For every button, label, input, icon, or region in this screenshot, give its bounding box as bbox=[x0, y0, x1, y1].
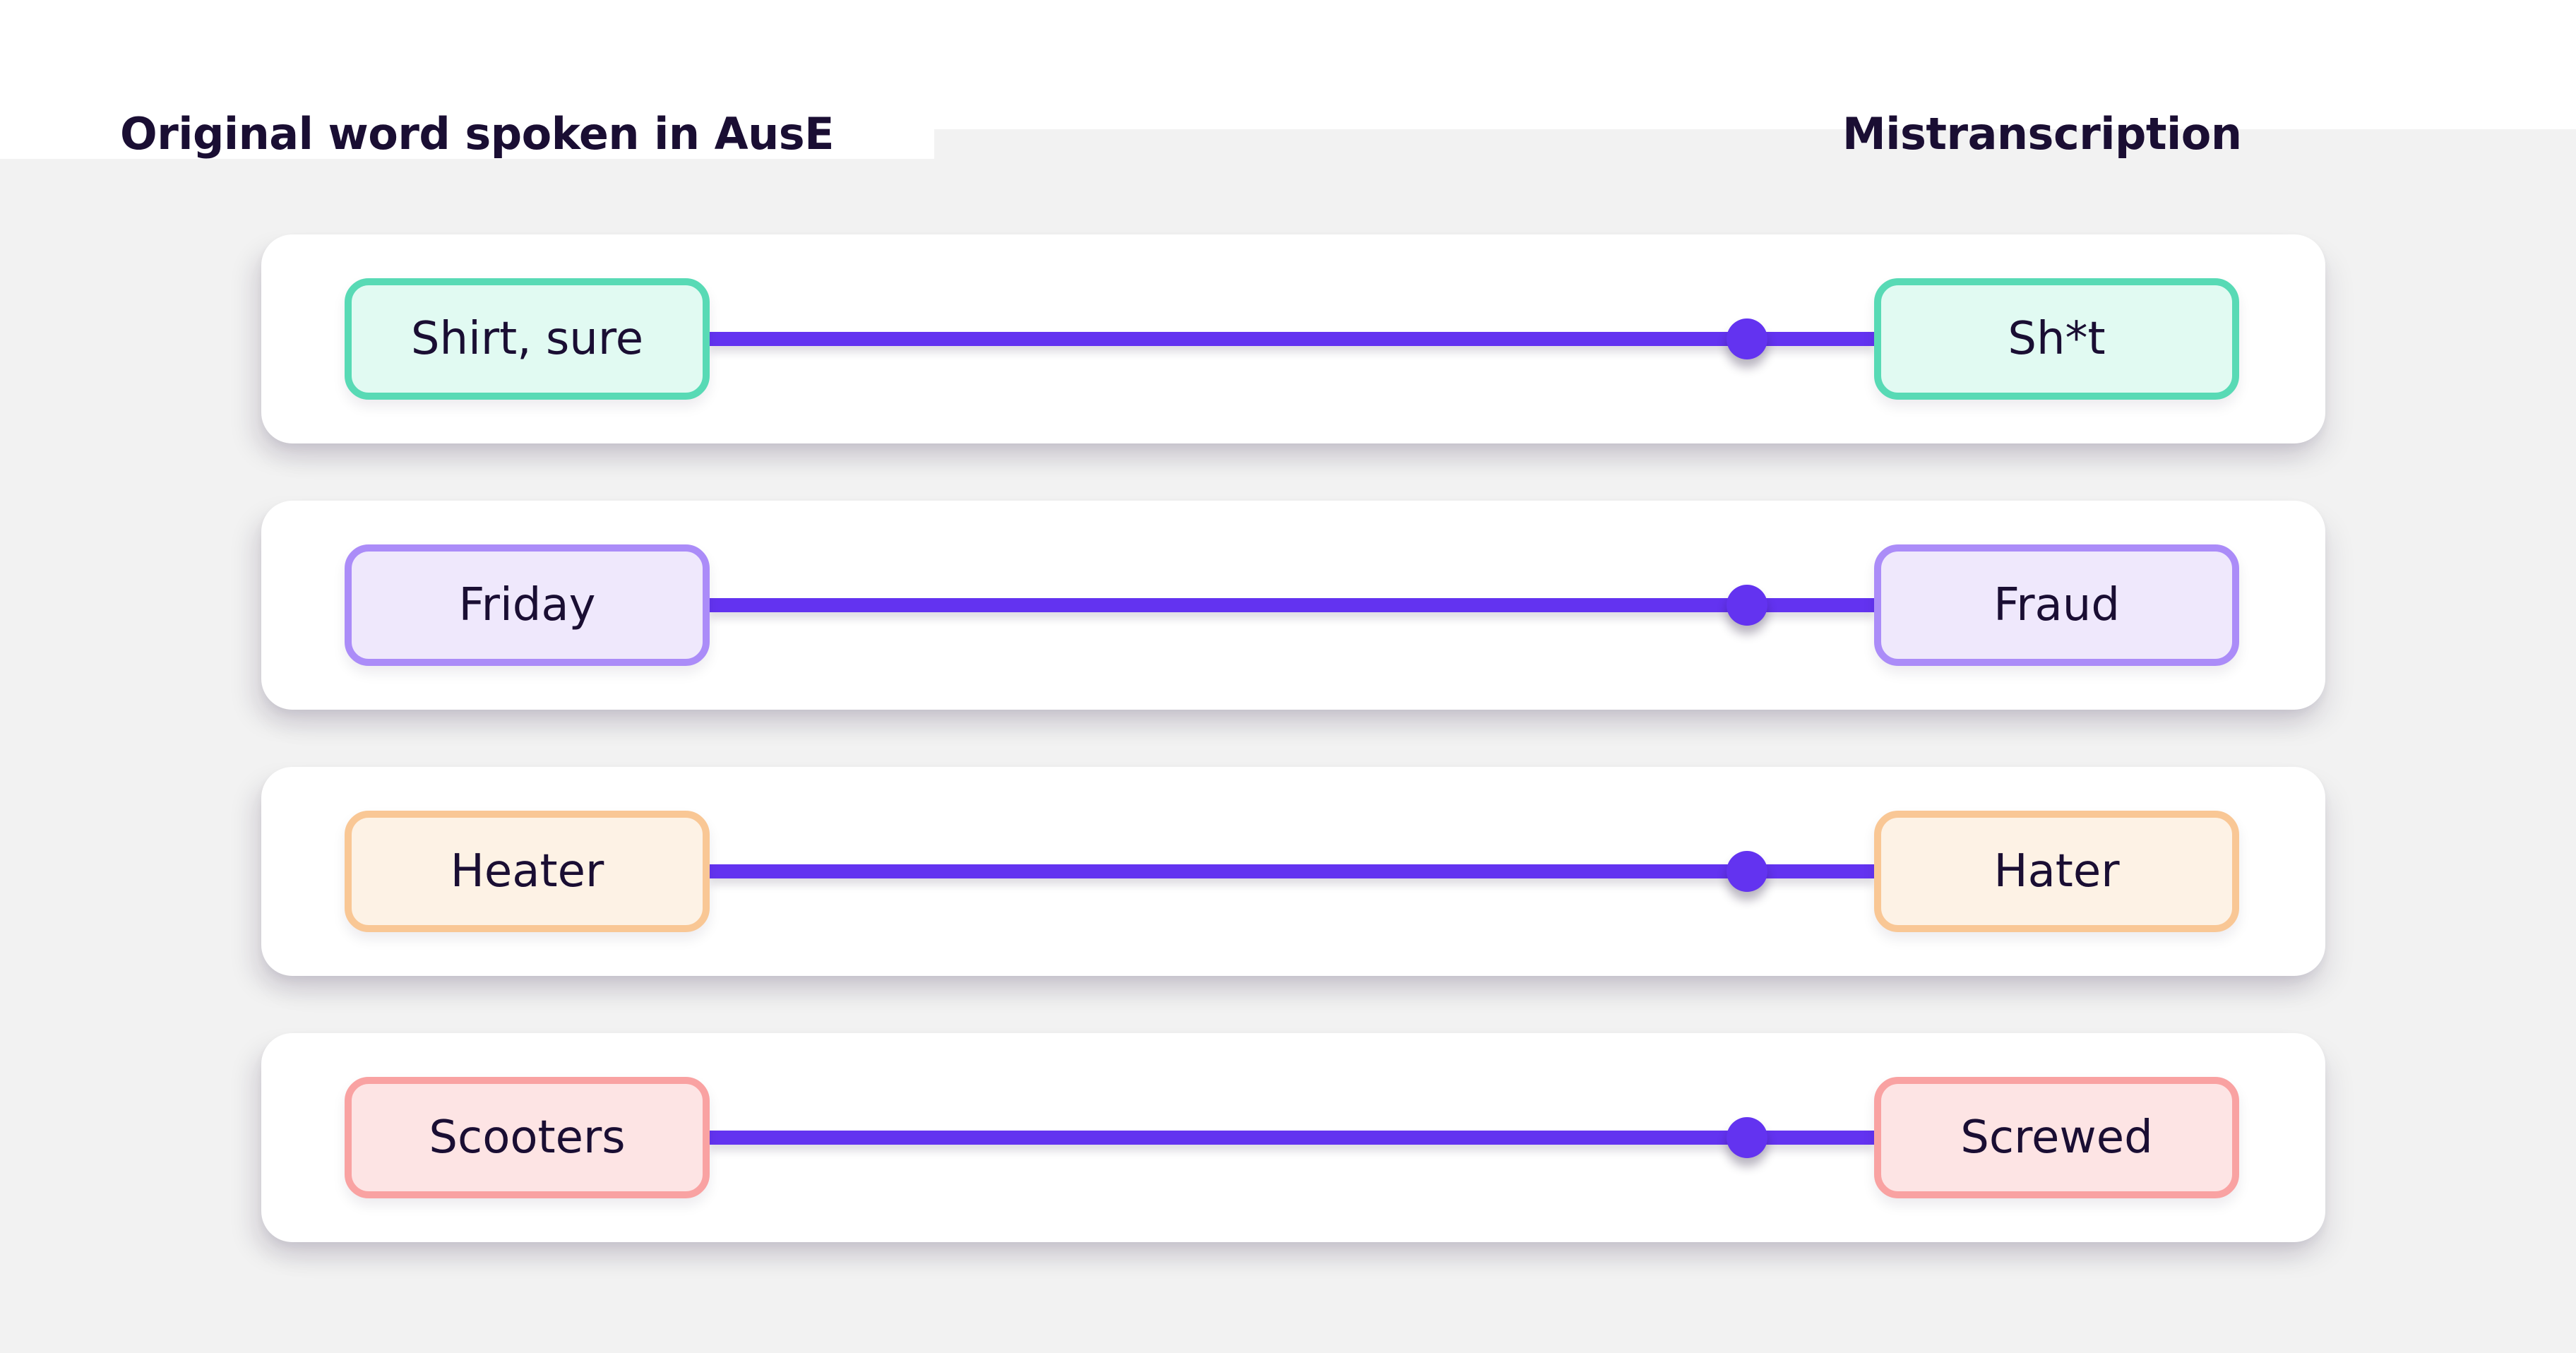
column-header-mistranscription: Mistranscription bbox=[1842, 108, 2242, 160]
connector-dot bbox=[1727, 851, 1767, 892]
connector-line bbox=[710, 332, 1874, 346]
row-card: Friday Fraud bbox=[261, 501, 2325, 710]
row-card: Heater Hater bbox=[261, 767, 2325, 976]
connector-dot bbox=[1727, 318, 1767, 359]
row-card: Scooters Screwed bbox=[261, 1033, 2325, 1242]
connector-line bbox=[710, 1131, 1874, 1145]
connector-dot bbox=[1727, 1117, 1767, 1158]
mistranscription-box: Hater bbox=[1874, 811, 2239, 932]
mistranscription-box: Screwed bbox=[1874, 1077, 2239, 1198]
connector-dot bbox=[1727, 585, 1767, 626]
mistranscription-box: Fraud bbox=[1874, 544, 2239, 666]
original-word-box: Friday bbox=[345, 544, 710, 666]
original-word-box: Heater bbox=[345, 811, 710, 932]
original-word-box: Shirt, sure bbox=[345, 278, 710, 400]
row-card: Shirt, sure Sh*t bbox=[261, 234, 2325, 443]
connector-line bbox=[710, 598, 1874, 612]
column-header-original: Original word spoken in AusE bbox=[120, 108, 834, 160]
header-band-left-extension bbox=[0, 0, 934, 159]
mistranscription-box: Sh*t bbox=[1874, 278, 2239, 400]
connector-line bbox=[710, 864, 1874, 878]
original-word-box: Scooters bbox=[345, 1077, 710, 1198]
